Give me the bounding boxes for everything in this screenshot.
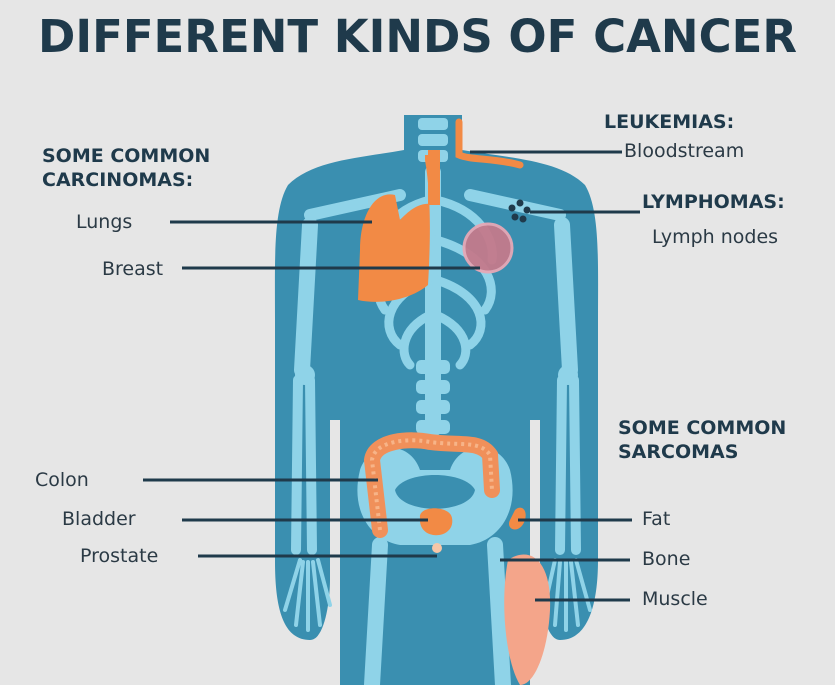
label-breast: Breast [102, 258, 163, 280]
lymphomas-heading: LYMPHOMAS: [642, 190, 785, 214]
breast-tumor [464, 224, 512, 272]
label-lungs: Lungs [76, 211, 132, 233]
carcinomas-heading-line2: CARCINOMAS: [42, 168, 193, 192]
label-colon: Colon [35, 469, 89, 491]
label-bloodstream: Bloodstream [624, 140, 744, 162]
sarcomas-heading-line1: SOME COMMON [618, 416, 786, 440]
label-lymph-nodes: Lymph nodes [652, 226, 778, 248]
label-prostate: Prostate [80, 545, 158, 567]
label-muscle: Muscle [642, 588, 708, 610]
prostate [432, 543, 442, 553]
sarcomas-heading-line2: SARCOMAS [618, 440, 738, 464]
carcinomas-heading-line1: SOME COMMON [42, 144, 210, 168]
trachea [428, 150, 440, 205]
page-title: DIFFERENT KINDS OF CANCER [0, 10, 835, 63]
label-bone: Bone [642, 548, 690, 570]
leukemias-heading: LEUKEMIAS: [604, 110, 734, 134]
label-bladder: Bladder [62, 508, 136, 530]
label-fat: Fat [642, 508, 670, 530]
bladder [420, 508, 452, 535]
